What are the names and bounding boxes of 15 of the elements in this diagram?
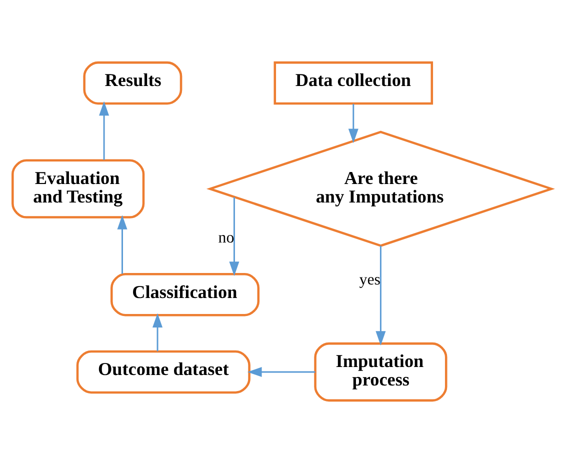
node-box: Imputation process bbox=[314, 342, 448, 402]
arrow bbox=[99, 100, 110, 160]
arrow bbox=[229, 196, 240, 276]
arrow bbox=[348, 103, 358, 143]
node-box: Evaluation and Testing bbox=[12, 158, 145, 218]
arrow bbox=[152, 312, 163, 351]
arrow bbox=[117, 214, 128, 274]
arrow bbox=[247, 366, 316, 377]
edge-label: no bbox=[218, 229, 234, 246]
node-box: Data collection bbox=[274, 60, 434, 104]
node-box: Classification bbox=[110, 272, 260, 316]
node-box: Outcome dataset bbox=[76, 350, 250, 394]
edge-label: yes bbox=[359, 271, 380, 288]
arrow bbox=[376, 245, 386, 346]
node-box: Results bbox=[83, 60, 182, 104]
